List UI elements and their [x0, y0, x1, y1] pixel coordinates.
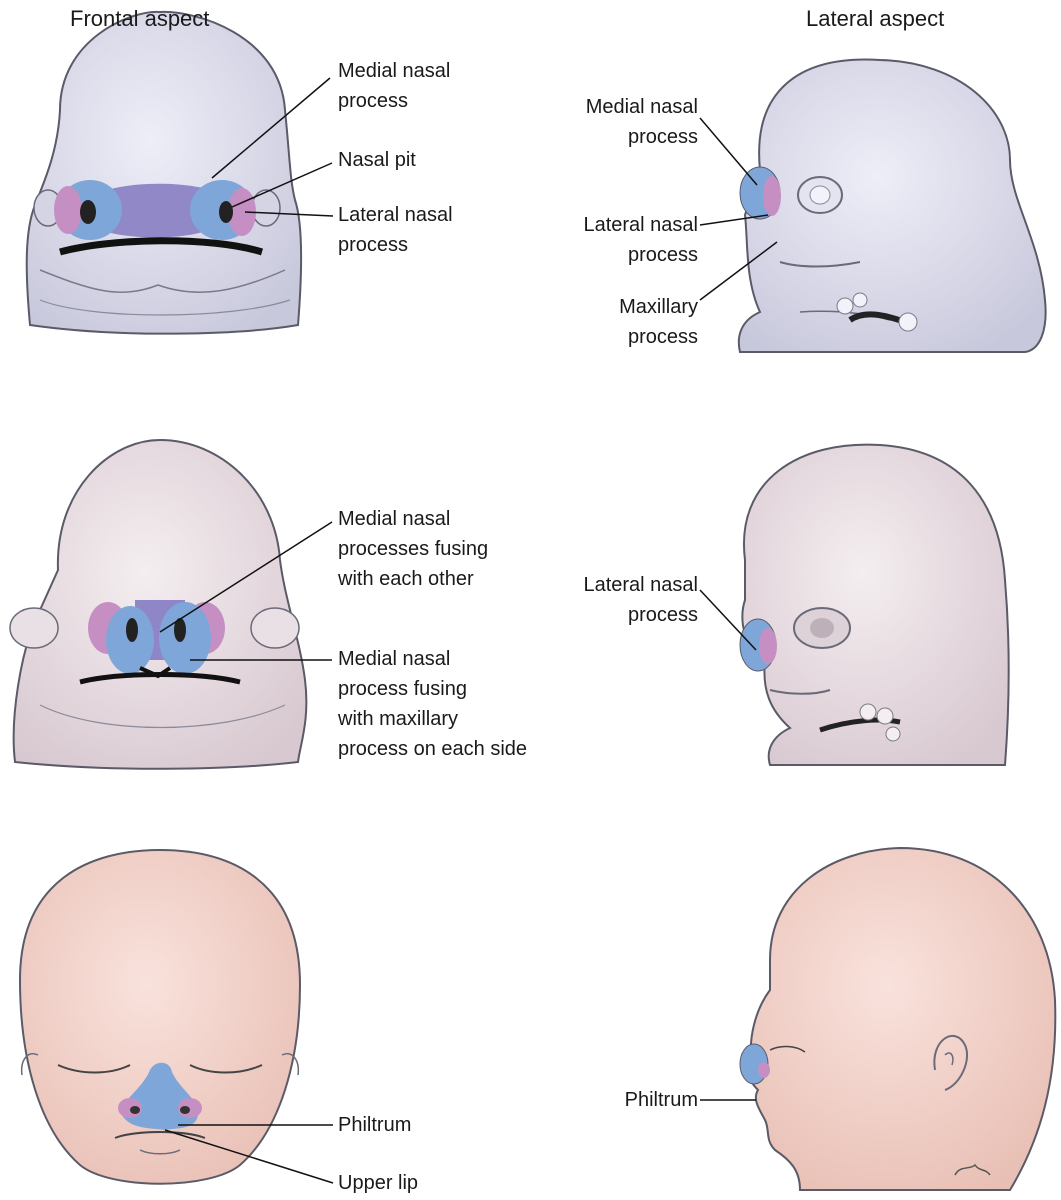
- row3-nose-blue: [121, 1062, 199, 1130]
- row1-lateral-embryo: [737, 58, 1047, 353]
- right-nasal-pit: [219, 201, 233, 223]
- label-lateral-nasal-process-frontal: Lateral nasal process: [338, 204, 453, 256]
- row2-lateral-embryo: [739, 443, 1010, 766]
- row2-frontal-embryo: [9, 438, 308, 770]
- label-lateral-nasal-process-row2: Lateral nasal process: [583, 574, 698, 626]
- label-medial-nasal-process-frontal: Medial nasal process: [338, 60, 451, 112]
- row3-frontal-fetus: [18, 848, 302, 1185]
- label-maxillary-process: Maxillary process: [619, 296, 698, 348]
- label-lateral-nasal-process-lateral: Lateral nasal process: [583, 214, 698, 266]
- row2-right-medial-nasal-process: [159, 602, 211, 674]
- label-medial-process-fusing-maxillary: Medial nasal process fusing with maxilla…: [338, 648, 528, 760]
- label-upper-lip: Upper lip: [338, 1172, 419, 1194]
- row3-lateral-fetus: [739, 846, 1057, 1191]
- label-nasal-pit: Nasal pit: [338, 149, 416, 171]
- nasal-overlap-region: [95, 183, 220, 238]
- left-lateral-nasal-process: [54, 186, 82, 234]
- label-medial-processes-fusing-each-other: Medial nasal processes fusing with each …: [338, 508, 489, 590]
- label-philtrum-frontal: Philtrum: [338, 1114, 412, 1136]
- stomodeum-slit: [59, 237, 264, 256]
- label-medial-nasal-process-lateral: Medial nasal process: [585, 96, 698, 148]
- lateral-lateral-nasal-process: [763, 176, 781, 216]
- label-philtrum-lateral: Philtrum: [624, 1089, 698, 1111]
- frontal-aspect-header: Frontal aspect: [70, 6, 210, 31]
- lateral-aspect-header: Lateral aspect: [806, 6, 945, 31]
- leader-lines: [159, 77, 778, 1184]
- right-eye-bulge: [251, 189, 281, 227]
- left-nasal-pit: [80, 200, 96, 224]
- row1-frontal-embryo: [25, 10, 302, 335]
